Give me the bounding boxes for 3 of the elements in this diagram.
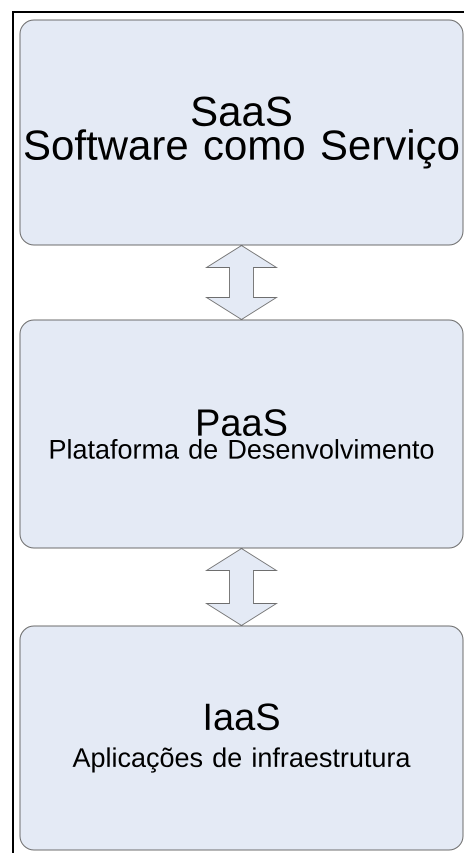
layer-box: IaaS Aplicações de infraestrutura (20, 626, 464, 850)
layer-box: PaaS Plataforma de Desenvolvimento (20, 320, 464, 548)
layer-box: SaaS Software como Serviço (20, 20, 464, 246)
